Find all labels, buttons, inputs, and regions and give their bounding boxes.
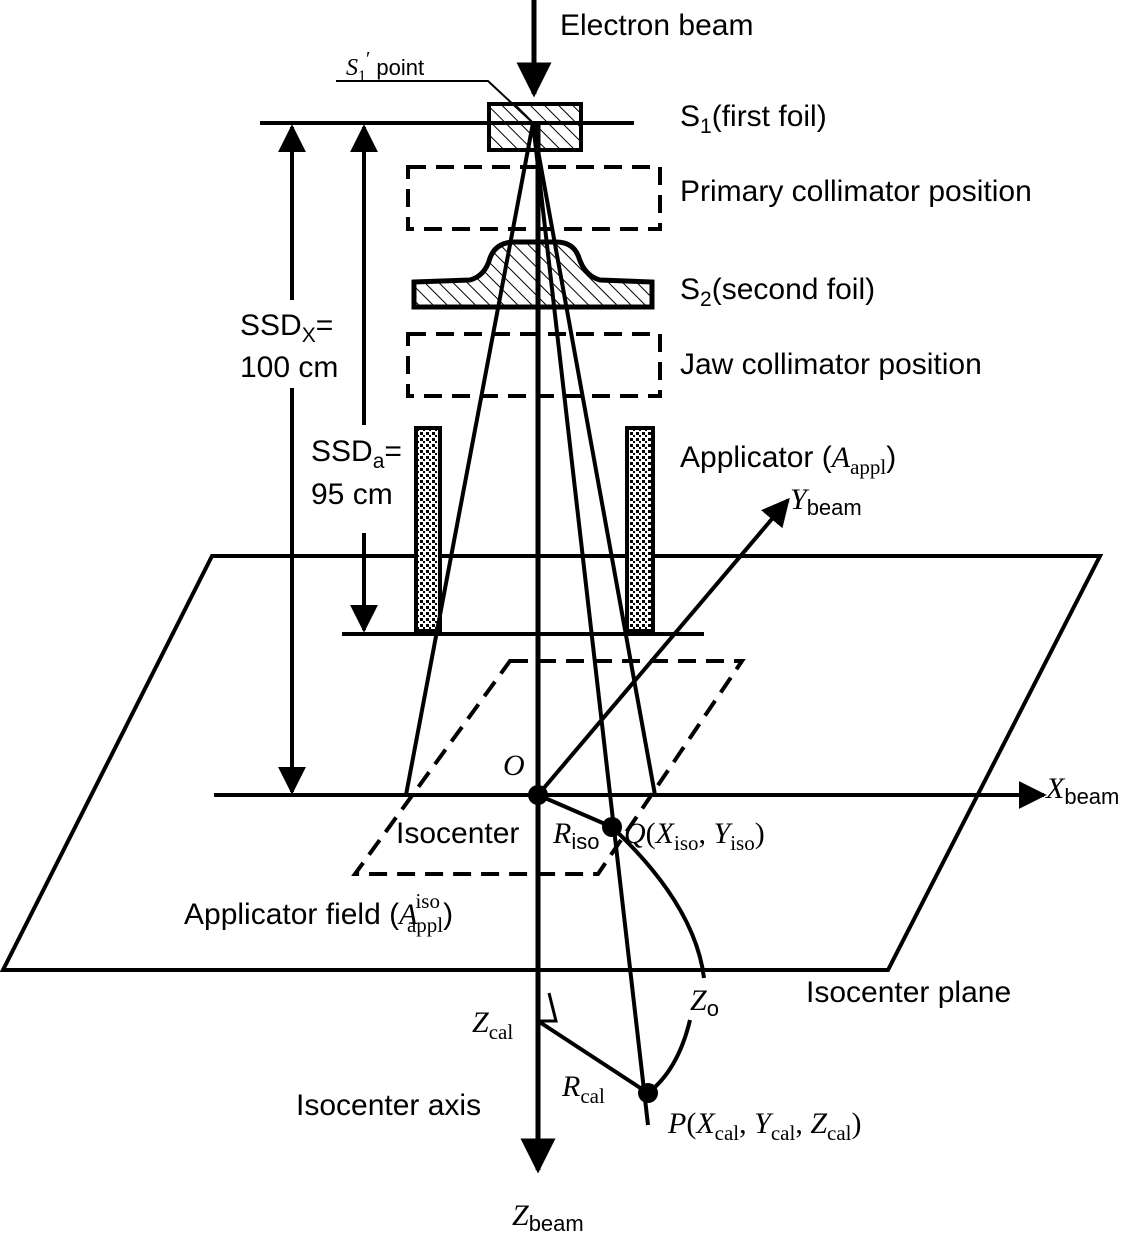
jaw-collimator-outline bbox=[406, 332, 662, 398]
electron-beam-label: Electron beam bbox=[560, 9, 753, 42]
isocenter-label: Isocenter bbox=[396, 817, 519, 850]
point-q-label: Q(Xiso, Yiso) bbox=[624, 817, 765, 855]
x-beam-label: Xbeam bbox=[1045, 772, 1119, 809]
first-foil-label: S1(first foil) bbox=[680, 100, 827, 138]
jaw-collimator-label: Jaw collimator position bbox=[680, 348, 982, 381]
ray-left-edge bbox=[404, 122, 535, 796]
point-q bbox=[602, 817, 622, 837]
ray-to-point-p bbox=[531, 122, 650, 1126]
r-cal-label: Rcal bbox=[561, 1070, 605, 1108]
point-p-label: P(Xcal, Ycal, Zcal) bbox=[667, 1107, 861, 1145]
z-beam-label: Zbeam bbox=[512, 1199, 584, 1236]
y-beam-label: Ybeam bbox=[790, 483, 862, 520]
isocenter-axis-label: Isocenter axis bbox=[296, 1089, 481, 1122]
isocenter-plane bbox=[0, 554, 1104, 972]
second-foil-shape bbox=[411, 239, 655, 310]
r-iso-label: Riso bbox=[552, 817, 599, 854]
r-iso-segment bbox=[537, 793, 613, 829]
ssda-value: 95 cm bbox=[311, 478, 393, 511]
ssda-label: SSDa= bbox=[311, 435, 402, 473]
ssdx-label: SSDX= bbox=[240, 309, 333, 347]
origin-label: O bbox=[503, 749, 525, 782]
right-angle-mark bbox=[538, 992, 558, 1023]
applicator-right-wall bbox=[625, 426, 655, 633]
depth-arc bbox=[610, 825, 706, 979]
z-o-label: Zo bbox=[690, 984, 719, 1021]
applicator-left-wall bbox=[414, 426, 442, 633]
depth-arc-lower bbox=[646, 1019, 692, 1095]
isocenter-plane-label: Isocenter plane bbox=[806, 976, 1011, 1009]
primary-collimator-label: Primary collimator position bbox=[680, 175, 1032, 208]
r-cal-segment bbox=[536, 1019, 650, 1095]
ssdx-value: 100 cm bbox=[240, 351, 338, 384]
point-p bbox=[638, 1083, 658, 1103]
s1-point-leader bbox=[336, 80, 533, 123]
second-foil-label: S2(second foil) bbox=[680, 273, 875, 311]
z-cal-label: Zcal bbox=[472, 1006, 513, 1044]
applicator-label: Applicator (Aappl) bbox=[680, 441, 896, 479]
y-beam-axis bbox=[536, 497, 790, 797]
applicator-field-outline bbox=[351, 659, 746, 876]
origin-point bbox=[528, 785, 548, 805]
primary-collimator-outline bbox=[406, 165, 662, 231]
s1-prime-point-label: S1′point bbox=[346, 48, 424, 85]
